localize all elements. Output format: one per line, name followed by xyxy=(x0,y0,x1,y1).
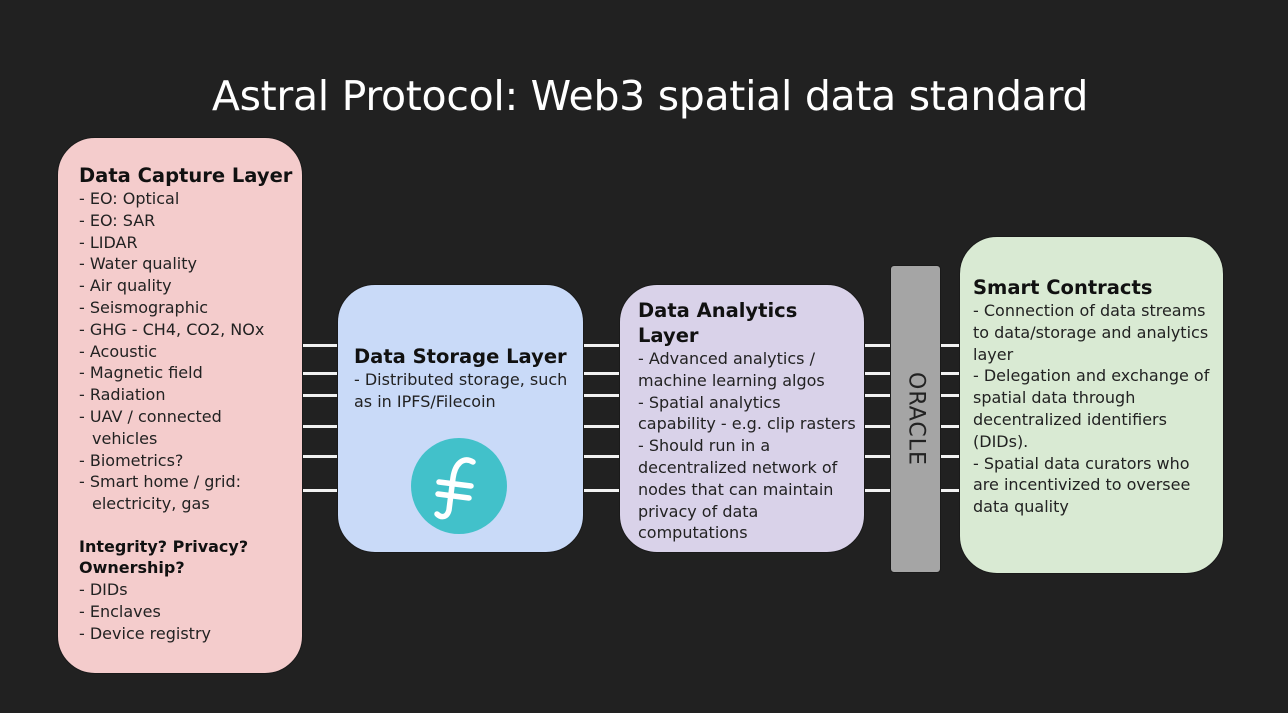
capture-item: vehicles xyxy=(92,428,158,448)
connector-line xyxy=(941,372,959,375)
connector-line xyxy=(865,394,890,397)
data-capture-layer-box: Data Capture Layer - EO: Optical - EO: S… xyxy=(57,137,303,674)
integrity-subheading: Integrity? Privacy? xyxy=(79,536,249,556)
contracts-line: to data/storage and analytics xyxy=(973,322,1209,342)
data-storage-heading: Data Storage Layer xyxy=(354,345,567,368)
capture-item: - EO: SAR xyxy=(79,210,156,230)
connector-line xyxy=(584,344,619,347)
connector-line xyxy=(303,372,337,375)
smart-contracts-box: Smart Contracts - Connection of data str… xyxy=(959,236,1224,574)
capture-item: - Acoustic xyxy=(79,341,158,361)
connector-line xyxy=(941,394,959,397)
data-analytics-heading: Data Analytics Layer xyxy=(638,299,798,347)
connector-line xyxy=(941,425,959,428)
contracts-line: data quality xyxy=(973,497,1069,517)
filecoin-logo-icon xyxy=(411,438,507,534)
analytics-line: nodes that can maintain xyxy=(638,479,834,499)
connector-line xyxy=(303,455,337,458)
contracts-line: - Spatial data curators who xyxy=(973,453,1190,473)
smart-contracts-heading: Smart Contracts xyxy=(973,276,1153,299)
connector-line xyxy=(584,455,619,458)
capture-item: - Air quality xyxy=(79,276,172,296)
contracts-line: layer xyxy=(973,344,1014,364)
capture-item: - LIDAR xyxy=(79,232,138,252)
contracts-line: decentralized identifiers xyxy=(973,409,1167,429)
capture-item: electricity, gas xyxy=(92,494,210,514)
capture-item: - Radiation xyxy=(79,385,166,405)
connector-line xyxy=(865,425,890,428)
connector-line xyxy=(941,344,959,347)
capture-sub-item: - Enclaves xyxy=(79,601,161,621)
capture-sub-item: - Device registry xyxy=(79,623,211,643)
ownership-subheading: Ownership? xyxy=(79,558,185,578)
connector-line xyxy=(303,425,337,428)
analytics-line: capability - e.g. clip rasters xyxy=(638,414,856,434)
connector-line xyxy=(865,344,890,347)
connector-line xyxy=(865,455,890,458)
analytics-line: - Should run in a xyxy=(638,436,771,456)
page-title: Astral Protocol: Web3 spatial data stand… xyxy=(211,72,1089,120)
analytics-line: - Advanced analytics / xyxy=(638,349,815,368)
storage-line: - Distributed storage, such xyxy=(354,370,568,389)
connector-line xyxy=(584,394,619,397)
analytics-line: decentralized network of xyxy=(638,457,838,477)
data-capture-heading: Data Capture Layer xyxy=(79,164,293,187)
connector-line xyxy=(941,455,959,458)
analytics-line: machine learning algos xyxy=(638,370,825,390)
capture-item: - Biometrics? xyxy=(79,450,184,470)
analytics-line: computations xyxy=(638,523,748,543)
oracle-label: ORACLE xyxy=(903,372,928,466)
capture-item: - Water quality xyxy=(79,254,197,274)
capture-item: - UAV / connected xyxy=(79,406,222,426)
capture-sub-item: - DIDs xyxy=(79,579,128,599)
connector-line xyxy=(303,344,337,347)
analytics-line: privacy of data xyxy=(638,501,759,521)
data-storage-layer-box: Data Storage Layer - Distributed storage… xyxy=(337,284,584,553)
capture-item: - EO: Optical xyxy=(79,189,180,208)
connector-line xyxy=(303,489,337,492)
storage-line: as in IPFS/Filecoin xyxy=(354,391,496,411)
capture-item: - Magnetic field xyxy=(79,363,203,383)
connector-line xyxy=(584,425,619,428)
contracts-line: (DIDs). xyxy=(973,431,1029,451)
connector-line xyxy=(941,489,959,492)
analytics-line: - Spatial analytics xyxy=(638,392,781,412)
connector-line xyxy=(865,372,890,375)
connector-line xyxy=(584,372,619,375)
contracts-line: - Delegation and exchange of xyxy=(973,366,1210,386)
connector-line xyxy=(865,489,890,492)
contracts-line: are incentivized to oversee xyxy=(973,475,1191,495)
capture-item: - Smart home / grid: xyxy=(79,472,241,492)
contracts-line: - Connection of data streams xyxy=(973,301,1206,320)
connector-line xyxy=(303,394,337,397)
oracle-bar: ORACLE xyxy=(890,265,941,573)
connector-line xyxy=(584,489,619,492)
contracts-line: spatial data through xyxy=(973,388,1136,408)
data-analytics-layer-box: Data Analytics Layer - Advanced analytic… xyxy=(619,284,865,553)
capture-item: - Seismographic xyxy=(79,297,209,317)
capture-item: - GHG - CH4, CO2, NOx xyxy=(79,319,265,339)
